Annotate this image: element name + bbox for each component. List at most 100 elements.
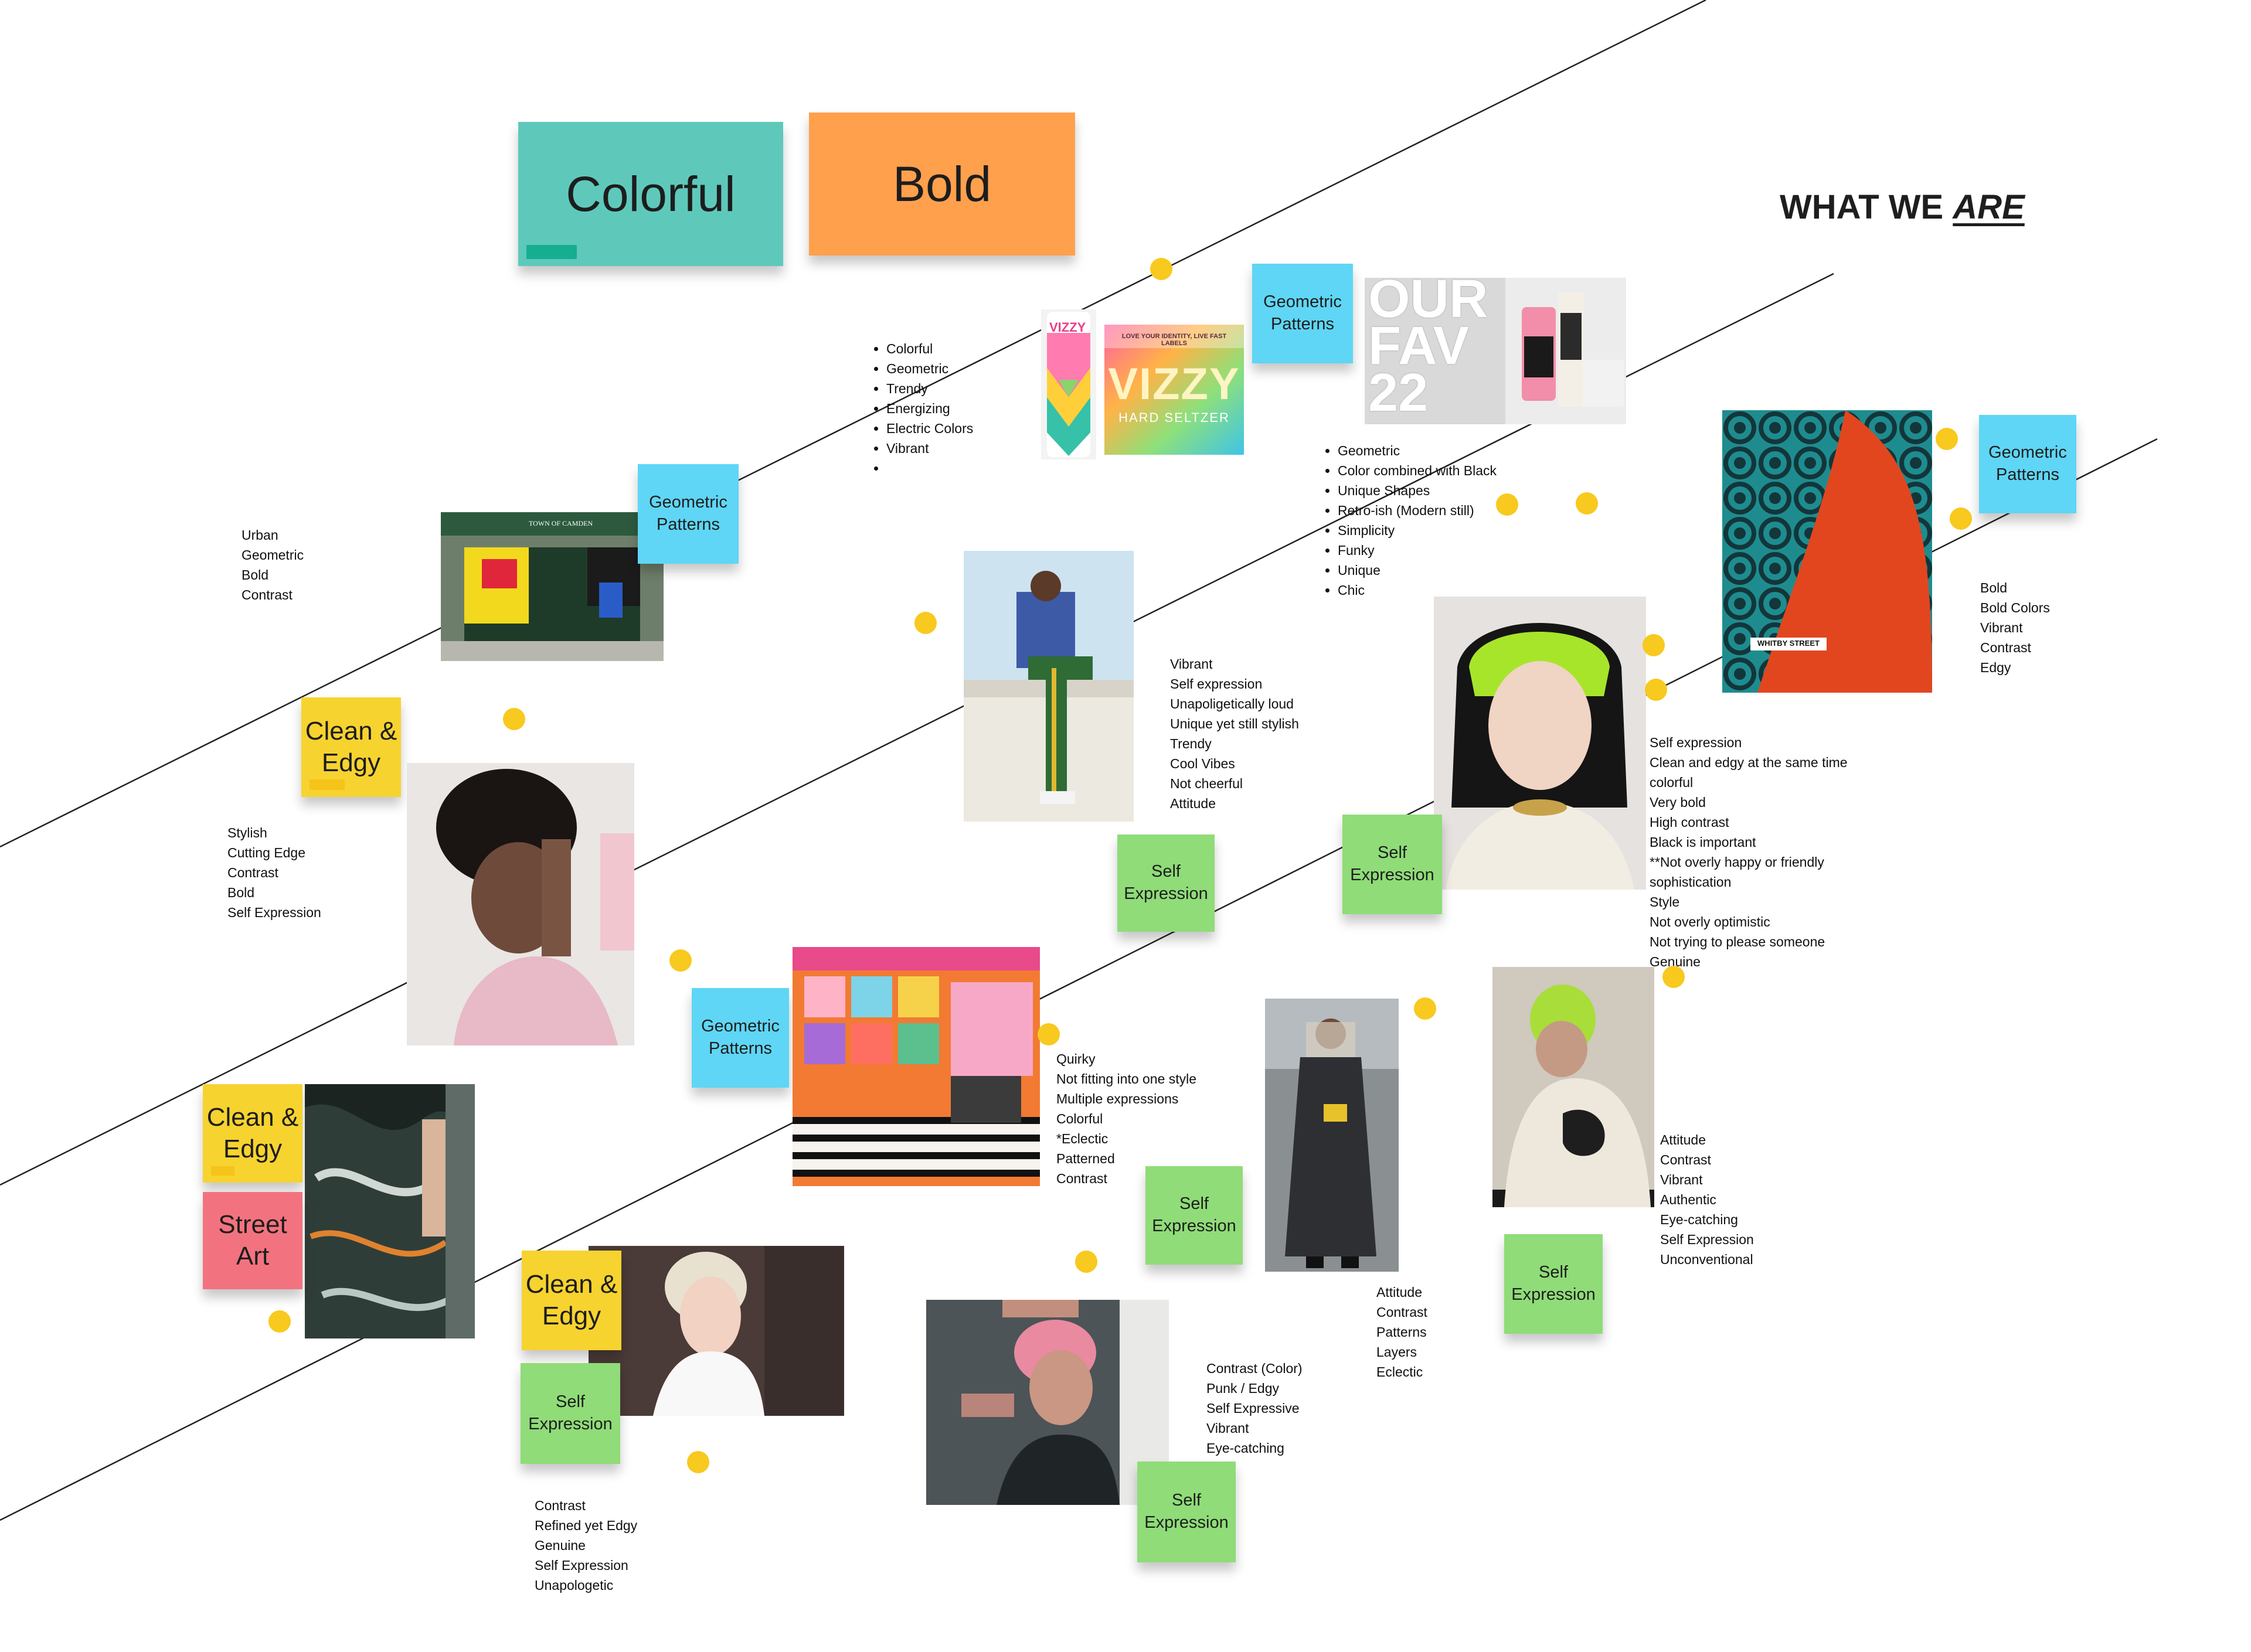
sticky-label: Self Expression [1511, 1263, 1596, 1304]
sticky-self-expression-3[interactable]: Self Expression [1145, 1166, 1243, 1265]
image-geometric-wall[interactable]: WHITBY STREET [1722, 410, 1932, 693]
sticky-tag [310, 779, 345, 790]
vote-dot[interactable] [1643, 634, 1665, 656]
sticky-self-expression-5[interactable]: Self Expression [521, 1363, 620, 1464]
image-green-hair-jacket[interactable] [1492, 967, 1654, 1207]
list-item: Funky [1338, 540, 1508, 560]
can-brand: VIZZY [1049, 320, 1086, 335]
vote-dot[interactable] [1950, 507, 1972, 530]
sticky-label: Clean & Edgy [206, 1103, 299, 1163]
text-attitude-coat: Attitude Contrast Patterns Layers Eclect… [1376, 1285, 1427, 1379]
sticky-tag [211, 1166, 234, 1176]
vote-dot[interactable] [1150, 258, 1172, 280]
list-item: Colorful [886, 339, 973, 359]
sticky-label: Street Art [218, 1210, 287, 1270]
text-billie: Self expression Clean and edgy at the sa… [1650, 735, 1848, 969]
sticky-label: Geometric Patterns [1988, 443, 2067, 484]
vote-dot[interactable] [687, 1451, 709, 1473]
list-item [886, 458, 973, 478]
vote-dot[interactable] [268, 1310, 291, 1333]
sticky-geometric-patterns-3[interactable]: Geometric Patterns [638, 464, 739, 564]
list-item: Retro-ish (Modern still) [1338, 500, 1508, 520]
image-pink-hair-cut[interactable] [926, 1300, 1169, 1505]
fav-line1: OUR [1368, 278, 1488, 329]
sticky-bold[interactable]: Bold [809, 113, 1075, 256]
sticky-geometric-patterns-4[interactable]: Geometric Patterns [692, 988, 789, 1088]
sticky-geometric-patterns-1[interactable]: Geometric Patterns [1252, 264, 1353, 363]
sticky-colorful[interactable]: Colorful [518, 122, 783, 266]
vote-dot[interactable] [914, 612, 937, 634]
sticky-label: Clean & Edgy [525, 1270, 618, 1330]
image-graffiti-wall[interactable] [305, 1084, 475, 1338]
vote-dot[interactable] [1936, 428, 1958, 450]
sticky-clean-edgy-1[interactable]: Clean & Edgy [301, 697, 401, 797]
vote-dot[interactable] [1414, 997, 1436, 1020]
text-attitude-green: Attitude Contrast Vibrant Authentic Eye-… [1660, 1132, 1754, 1267]
text-stylish: Stylish Cutting Edge Contrast Bold Self … [227, 825, 321, 920]
image-our-fav-22[interactable]: OUR FAV 22 [1365, 278, 1626, 424]
sticky-self-expression-6[interactable]: Self Expression [1137, 1462, 1236, 1562]
vote-dot[interactable] [1038, 1023, 1060, 1045]
vote-dot[interactable] [1662, 966, 1685, 988]
vote-dot[interactable] [503, 708, 525, 730]
fav-text: OUR FAV 22 [1368, 278, 1488, 423]
image-vizzy-box[interactable]: LOVE YOUR IDENTITY, LIVE FAST LABELS VIZ… [1104, 325, 1244, 455]
camden-sign: TOWN OF CAMDEN [529, 519, 593, 527]
sticky-label: Colorful [566, 166, 736, 222]
sticky-label: Self Expression [528, 1392, 613, 1433]
sticky-street-art[interactable]: Street Art [203, 1192, 302, 1289]
list-item: Unique [1338, 560, 1508, 580]
fav-line2: FAV [1368, 316, 1470, 376]
sticky-label: Clean & Edgy [305, 717, 397, 777]
text-urban: Urban Geometric Bold Contrast [242, 527, 304, 602]
vote-dot[interactable] [1496, 493, 1518, 516]
list-item: Unique Shapes [1338, 481, 1508, 500]
text-refined: Contrast Refined yet Edgy Genuine Self E… [535, 1498, 638, 1593]
vote-dot[interactable] [669, 949, 692, 972]
vote-dot[interactable] [1576, 492, 1598, 515]
list-item: Color combined with Black [1338, 461, 1508, 481]
list-item: Simplicity [1338, 520, 1508, 540]
list-item: Geometric [1338, 441, 1508, 461]
text-vibrant: Vibrant Self expression Unapoligetically… [1170, 656, 1299, 811]
sticky-label: Geometric Patterns [649, 493, 727, 534]
sticky-clean-edgy-3[interactable]: Clean & Edgy [522, 1251, 621, 1350]
sticky-label: Geometric Patterns [1263, 292, 1342, 333]
image-vizzy-can[interactable]: VIZZY [1041, 309, 1096, 459]
image-colorful-room[interactable] [793, 947, 1040, 1186]
sticky-geometric-patterns-2[interactable]: Geometric Patterns [1979, 415, 2076, 513]
sticky-self-expression-4[interactable]: Self Expression [1504, 1234, 1603, 1334]
text-contrast-color: Contrast (Color) Punk / Edgy Self Expres… [1206, 1361, 1303, 1456]
list-item: Electric Colors [886, 418, 973, 438]
vote-dot[interactable] [1645, 679, 1667, 701]
list-item: Chic [1338, 580, 1508, 600]
fav-line3: 22 [1368, 363, 1429, 423]
image-man-green-pants[interactable] [964, 551, 1134, 822]
sticky-label: Self Expression [1152, 1194, 1236, 1235]
title-emphasis: ARE [1953, 188, 2025, 226]
sticky-clean-edgy-2[interactable]: Clean & Edgy [203, 1084, 302, 1183]
page-title: WHAT WE ARE [1780, 188, 2025, 226]
image-town-of-camden[interactable]: TOWN OF CAMDEN [441, 512, 664, 661]
box-brand: VIZZY [1108, 359, 1240, 409]
image-undercut-portrait[interactable] [407, 763, 634, 1045]
sticky-tag [526, 245, 577, 259]
street-sign: WHITBY STREET [1757, 639, 1820, 648]
sticky-label: Self Expression [1144, 1491, 1229, 1532]
box-sub: HARD SELTZER [1118, 410, 1230, 425]
text-quirky: Quirky Not fitting into one style Multip… [1056, 1051, 1197, 1186]
bullet-list-vizzy: ColorfulGeometricTrendyEnergizingElectri… [870, 339, 973, 478]
image-platinum-hair-portrait[interactable] [589, 1246, 844, 1416]
image-long-coat-street[interactable] [1265, 999, 1399, 1272]
list-item: Geometric [886, 359, 973, 379]
list-item: Trendy [886, 379, 973, 398]
box-tagline: LOVE YOUR IDENTITY, LIVE FAST LABELS [1121, 333, 1227, 347]
sticky-label: Self Expression [1124, 862, 1208, 903]
sticky-self-expression-2[interactable]: Self Expression [1342, 815, 1442, 914]
sticky-label: Self Expression [1350, 843, 1434, 884]
list-item: Vibrant [886, 438, 973, 458]
sticky-self-expression-1[interactable]: Self Expression [1117, 834, 1215, 932]
image-green-black-hair-portrait[interactable] [1434, 597, 1646, 890]
vote-dot[interactable] [1075, 1251, 1097, 1273]
